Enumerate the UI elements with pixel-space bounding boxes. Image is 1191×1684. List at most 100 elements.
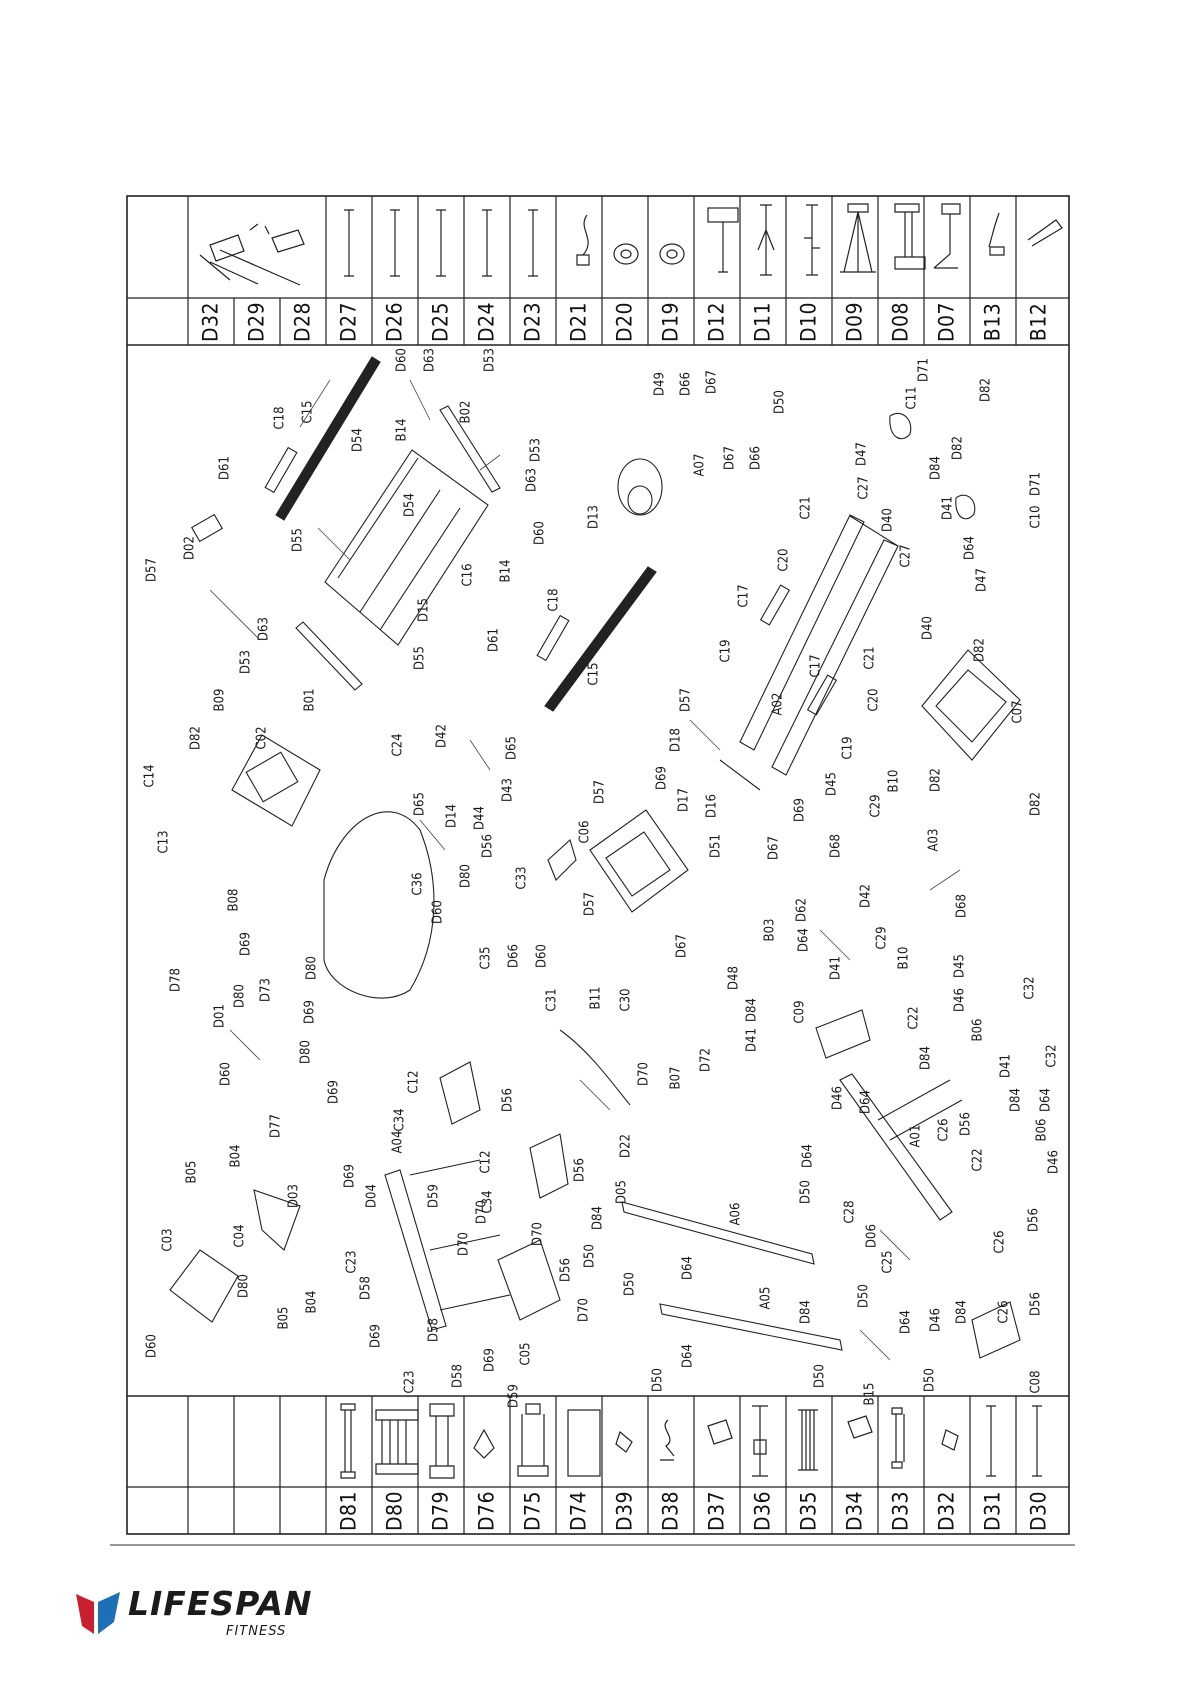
callout-label: C29 <box>874 926 890 950</box>
callout-label: B01 <box>302 688 318 712</box>
callout-label: D63 <box>524 468 540 492</box>
callout-label: D63 <box>422 348 438 372</box>
part-code: D30 <box>1026 1490 1051 1532</box>
callout-label: C19 <box>840 736 856 760</box>
callout-label: D60 <box>394 348 410 372</box>
part-code: D32 <box>198 301 223 343</box>
part-code: D20 <box>612 301 637 343</box>
callout-label: D73 <box>258 978 274 1002</box>
callout-label: C13 <box>156 830 172 854</box>
callout-label: D80 <box>304 956 320 980</box>
callout-label: D51 <box>708 834 724 858</box>
part-code: D75 <box>520 1490 545 1532</box>
callout-label: D47 <box>974 568 990 592</box>
callout-label: D15 <box>416 598 432 622</box>
callout-label: C26 <box>936 1118 952 1142</box>
callout-label: D46 <box>952 988 968 1012</box>
callout-label: C22 <box>970 1148 986 1172</box>
callout-label: D50 <box>922 1368 938 1392</box>
part-code: D33 <box>888 1490 913 1532</box>
callout-label: D57 <box>678 688 694 712</box>
callout-label: C26 <box>996 1300 1012 1324</box>
callout-label: D77 <box>268 1114 284 1138</box>
callout-label: B10 <box>886 769 902 793</box>
callout-label: D64 <box>858 1090 874 1114</box>
callout-label: D69 <box>238 932 254 956</box>
callout-label: D71 <box>1028 472 1044 496</box>
callout-label: D48 <box>726 966 742 990</box>
callout-label: D64 <box>800 1144 816 1168</box>
callout-label: D18 <box>668 728 684 752</box>
callout-label: B06 <box>1034 1118 1050 1142</box>
part-code: D29 <box>244 301 269 343</box>
callout-label: D58 <box>426 1318 442 1342</box>
callout-label: D67 <box>722 446 738 470</box>
part-code: D23 <box>520 301 545 343</box>
callout-label: C14 <box>142 764 158 788</box>
callout-label: C23 <box>402 1370 418 1394</box>
callout-label: B02 <box>458 400 474 424</box>
callout-label: A05 <box>758 1286 774 1310</box>
callout-label: D70 <box>456 1232 472 1256</box>
part-code: D24 <box>474 301 499 343</box>
callout-label: D57 <box>582 892 598 916</box>
callout-label: D50 <box>856 1284 872 1308</box>
callout-label: C11 <box>904 386 920 410</box>
callout-label: D56 <box>558 1258 574 1282</box>
callout-label: D46 <box>1046 1150 1062 1174</box>
callout-label: B15 <box>862 1382 878 1406</box>
callout-label: D50 <box>582 1244 598 1268</box>
bottom-table-grid <box>187 1396 1017 1534</box>
callout-label: D80 <box>458 864 474 888</box>
callout-label: D03 <box>286 1184 302 1208</box>
callout-label: D41 <box>744 1028 760 1052</box>
callout-label: D60 <box>430 900 446 924</box>
callout-label: D68 <box>828 834 844 858</box>
callout-label: D64 <box>796 928 812 952</box>
callout-label: D17 <box>676 788 692 812</box>
callout-label: D46 <box>830 1086 846 1110</box>
callout-label: D69 <box>654 766 670 790</box>
callout-label: B05 <box>276 1306 292 1330</box>
callout-label: C10 <box>1028 505 1044 529</box>
callout-label: D56 <box>500 1088 516 1112</box>
part-code: D35 <box>796 1490 821 1532</box>
callout-label: D05 <box>614 1180 630 1204</box>
callout-label: C15 <box>300 400 316 424</box>
callout-label: D54 <box>402 493 418 517</box>
part-code: D34 <box>842 1490 867 1532</box>
callout-label: D65 <box>504 736 520 760</box>
callout-label: D70 <box>530 1222 546 1246</box>
callout-label: D84 <box>744 998 760 1022</box>
callout-label: C15 <box>586 662 602 686</box>
part-code: D21 <box>566 301 591 343</box>
callout-label: D64 <box>898 1310 914 1334</box>
callout-label: D70 <box>576 1298 592 1322</box>
part-code: D37 <box>704 1490 729 1532</box>
main-exploded-parts <box>169 356 1021 1359</box>
callout-label: D41 <box>998 1054 1014 1078</box>
part-code: D25 <box>428 301 453 343</box>
part-code: D07 <box>934 301 959 343</box>
callout-label: D84 <box>1008 1088 1024 1112</box>
callout-label: D84 <box>798 1300 814 1324</box>
cable-parts <box>344 209 590 277</box>
callout-label: D80 <box>298 1040 314 1064</box>
callout-label: D82 <box>950 436 966 460</box>
callout-label: C27 <box>856 476 872 500</box>
part-code: D26 <box>382 301 407 343</box>
callout-label: B10 <box>896 946 912 970</box>
part-code: D38 <box>658 1490 683 1532</box>
callout-label: D42 <box>434 724 450 748</box>
part-code: D80 <box>382 1490 407 1532</box>
part-code: D27 <box>336 301 361 343</box>
callout-label: D60 <box>218 1062 234 1086</box>
callout-label: C21 <box>862 646 878 670</box>
callout-label: A07 <box>692 453 708 477</box>
callout-label: D45 <box>952 954 968 978</box>
callout-label: D43 <box>500 778 516 802</box>
callout-label: D62 <box>794 898 810 922</box>
callout-label: D57 <box>592 780 608 804</box>
callout-label: D50 <box>622 1272 638 1296</box>
